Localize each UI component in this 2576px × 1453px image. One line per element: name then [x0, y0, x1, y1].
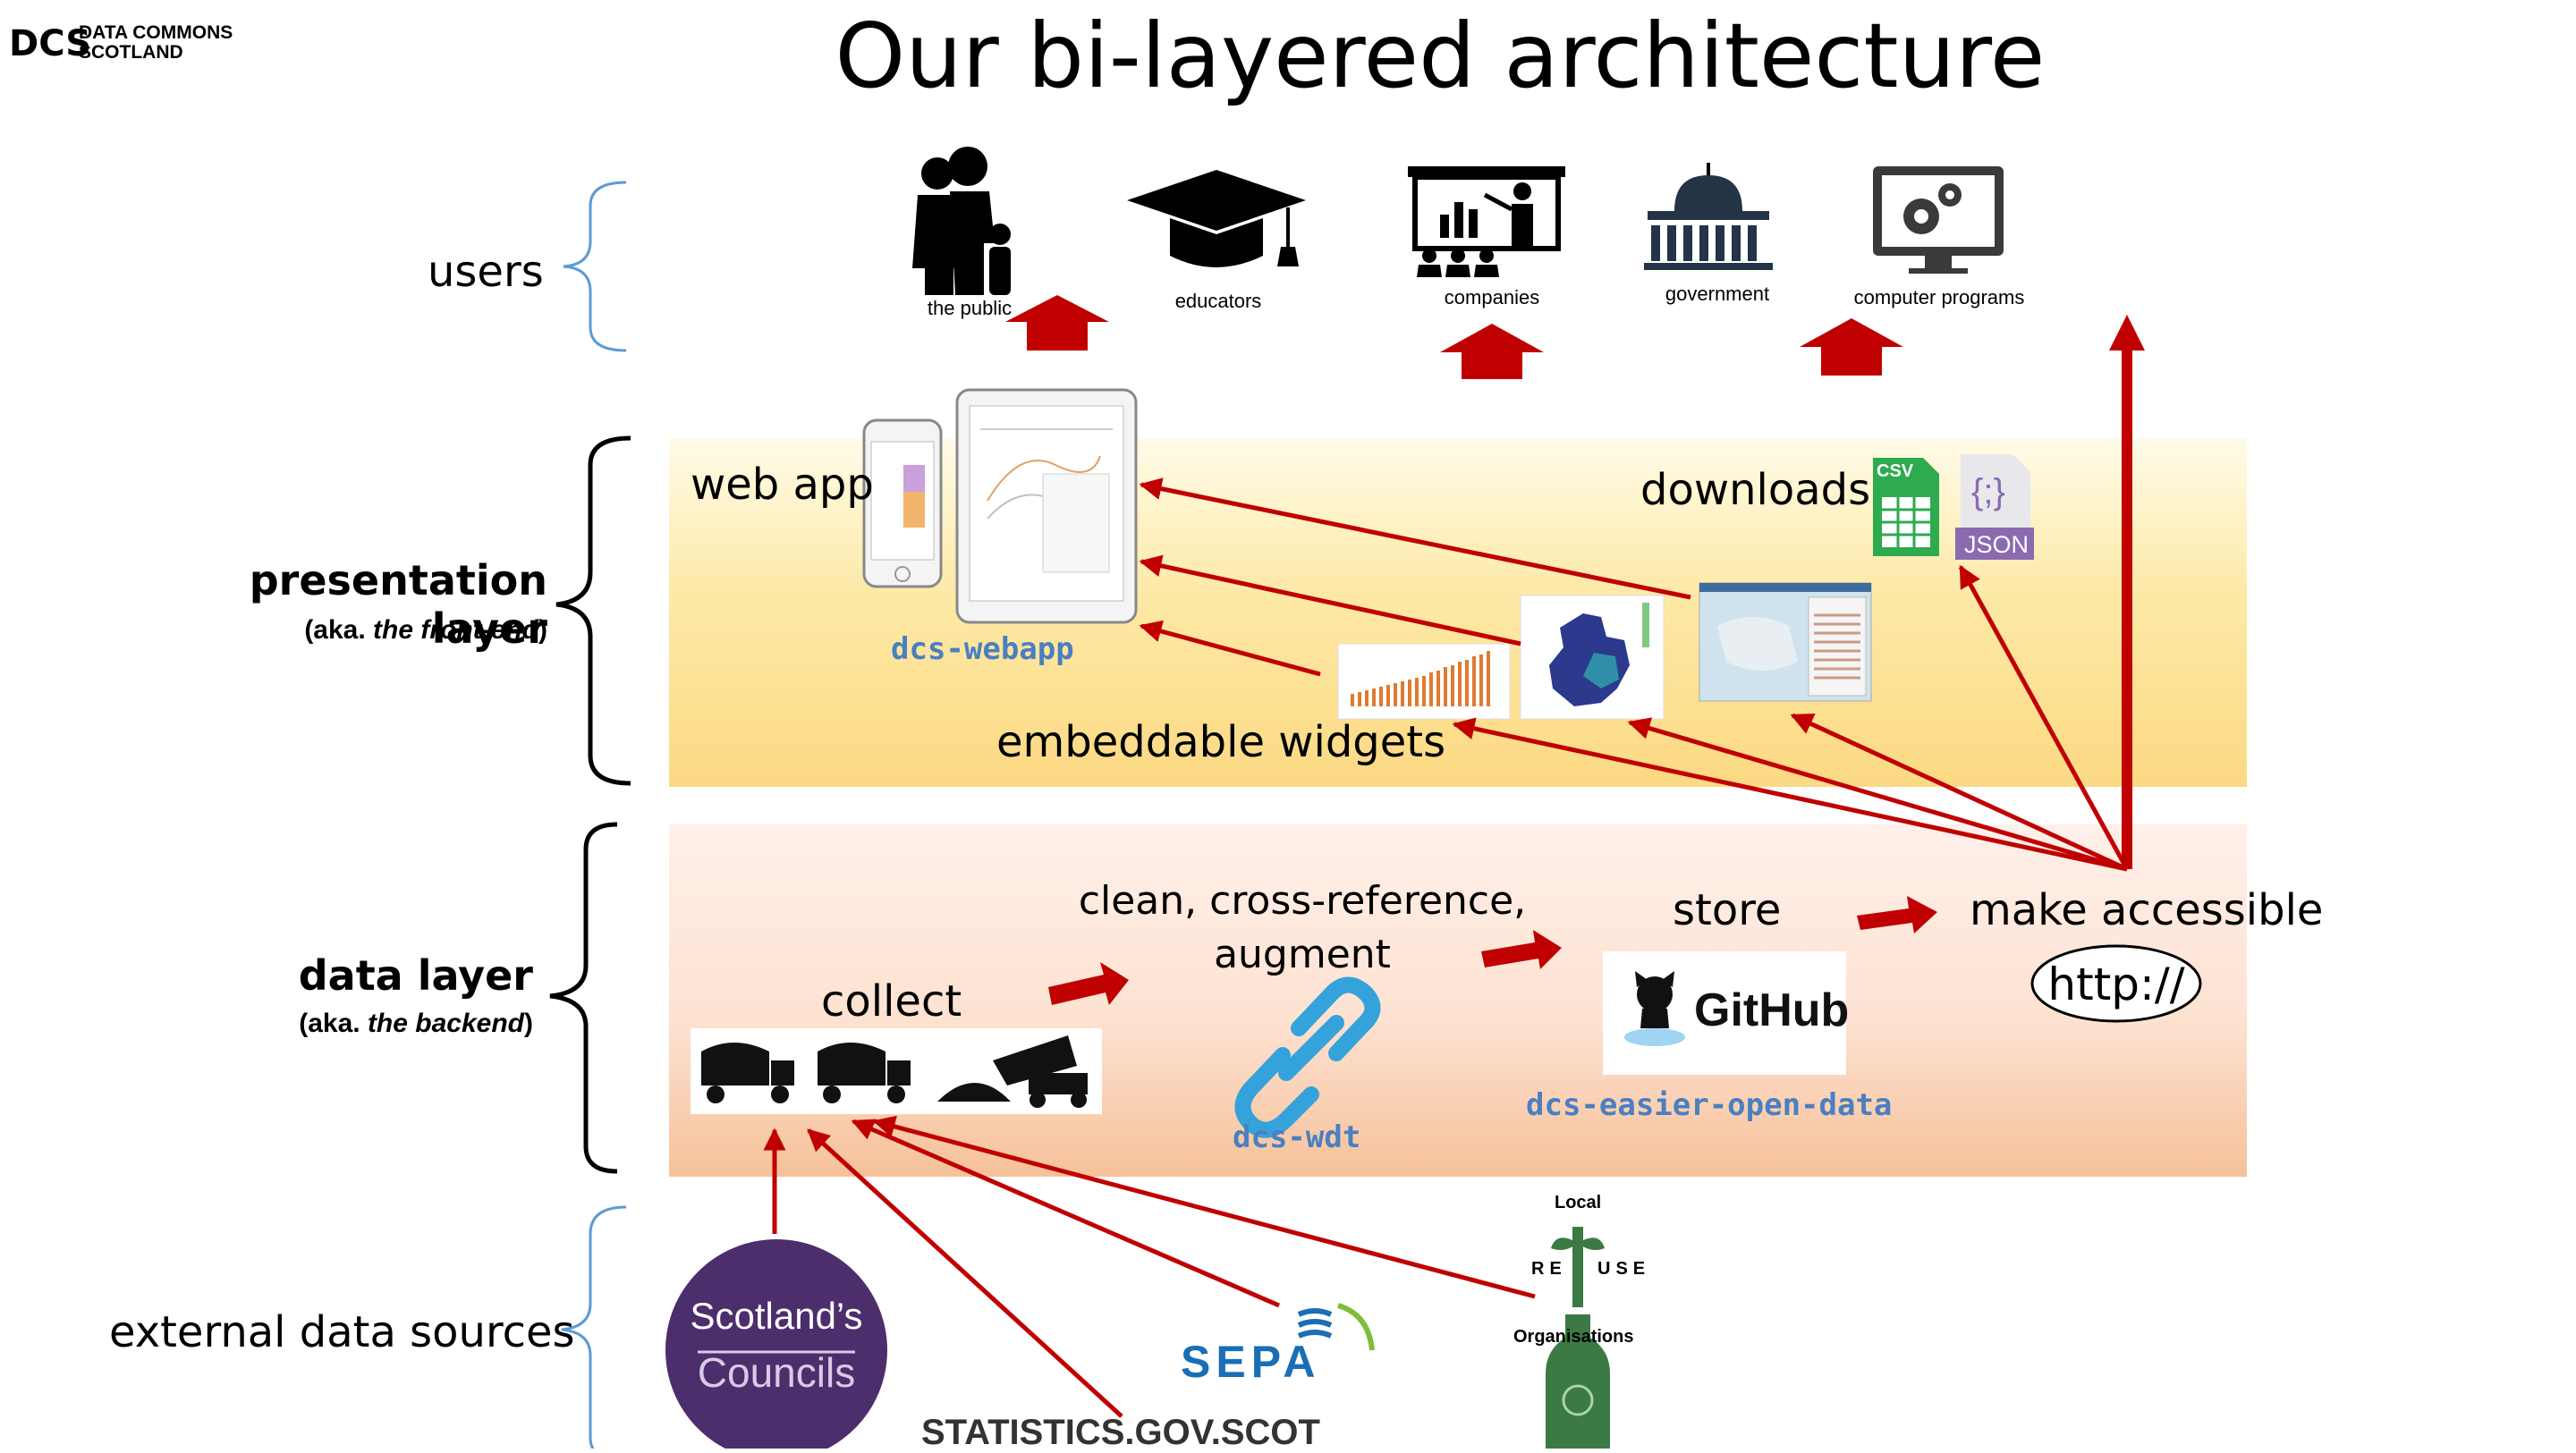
bar-chart-widget: [1337, 643, 1511, 720]
arrow-worldmap-to-webapp: [1139, 477, 1691, 600]
truck-icon-2: [818, 1043, 911, 1103]
dump-truck-icon: [937, 1035, 1088, 1108]
store-label: store: [1673, 885, 1782, 935]
statistics-wordmark: STATISTICS.GOV.SCOT: [921, 1413, 1320, 1452]
logo-line1: DATA COMMONS: [79, 22, 233, 43]
clean-label: clean, cross-reference, augment: [1073, 874, 1531, 982]
clean-line2: augment: [1214, 932, 1391, 977]
web-app-label: web app: [691, 460, 874, 510]
user-educators-label: educators: [1174, 290, 1262, 312]
csv-badge: CSV: [1877, 461, 1914, 481]
arrow-reuse-to-collect: [872, 1115, 1536, 1299]
arrow-map-to-webapp: [1139, 554, 1521, 646]
reuse-use-label: USE: [1597, 1259, 1651, 1279]
reuse-organisations-label: Organisations: [1513, 1327, 1634, 1347]
user-public-label: the public: [927, 297, 1013, 319]
arrow-accessible-to-downloads: [1958, 564, 2130, 871]
arrow-accessible-to-map: [1627, 717, 2128, 872]
sepa-logo-icon: [1297, 1303, 1375, 1351]
reuse-local-label: Local: [1555, 1193, 1602, 1212]
users-brace: [563, 181, 627, 352]
logo-mark: DCS: [9, 23, 91, 64]
users-label: users: [428, 247, 544, 297]
chain-link-icon: [1234, 976, 1381, 1138]
public-icon: [912, 147, 1011, 295]
arrow-store-to-accessible: [1857, 896, 1937, 933]
up-arrow-3: [1800, 318, 1903, 376]
reuse-bottle-icon: [1546, 1227, 1610, 1449]
json-file-icon: [1955, 454, 2034, 560]
downloads-label: downloads: [1640, 465, 1871, 515]
http-label: http://: [2047, 959, 2185, 1010]
up-arrow-2: [1440, 324, 1544, 379]
http-bubble: [2030, 944, 2202, 1023]
user-government-label: government: [1665, 283, 1770, 305]
tablet-mockup: [955, 388, 1138, 624]
arrow-clean-to-store: [1481, 930, 1562, 969]
presentation-brace: [555, 435, 631, 786]
json-glyph: {;}: [1971, 472, 2005, 511]
collect-label: collect: [821, 976, 962, 1026]
wdt-repo-label: dcs-wdt: [1233, 1119, 1361, 1155]
external-sources-label: external data sources: [109, 1307, 575, 1357]
reuse-re-label: RE: [1531, 1259, 1567, 1279]
data-aka: (aka. the backend): [299, 1009, 533, 1038]
data-band: [669, 824, 2247, 1177]
data-brace: [549, 822, 618, 1174]
data-layer-label: data layer: [298, 951, 533, 1000]
arrow-sepa-to-collect: [851, 1119, 1280, 1308]
presentation-aka: (aka. the front-end): [304, 615, 547, 645]
councils-line2: Councils: [697, 1349, 856, 1396]
github-wordmark: GitHub: [1694, 984, 1850, 1036]
json-badge: JSON: [1964, 531, 2029, 558]
dcs-logo-icon: DCS: [9, 23, 91, 64]
arrow-accessible-to-users-head: [2109, 315, 2145, 351]
arrow-statistics-to-collect: [807, 1128, 1123, 1418]
world-map-widget: [1699, 582, 1872, 702]
arrow-collect-to-clean: [1048, 962, 1129, 1005]
educators-icon: [1127, 170, 1306, 267]
external-brace: [561, 1205, 627, 1449]
arrow-bars-to-webapp: [1139, 620, 1321, 677]
up-arrow-1: [1005, 295, 1109, 351]
sepa-wordmark: SEPA: [1181, 1337, 1321, 1387]
councils-logo: [665, 1239, 887, 1449]
csv-file-icon: [1873, 458, 1939, 556]
octocat-icon: [1624, 971, 1685, 1046]
councils-line1: Scotland’s: [690, 1295, 863, 1337]
arrow-accessible-to-worldmap: [1790, 713, 2129, 872]
arrow-accessible-to-bars: [1452, 717, 2128, 872]
user-computer-programs-label: computer programs: [1853, 286, 2025, 308]
make-accessible-label: make accessible: [1970, 885, 2324, 935]
truck-icon-1: [701, 1043, 794, 1103]
store-repo-label: dcs-easier-open-data: [1526, 1087, 1893, 1123]
map-widget: [1520, 595, 1665, 720]
user-companies-label: companies: [1444, 286, 1540, 308]
computer-programs-icon: [1873, 166, 2004, 274]
page-title: Our bi-layered architecture: [835, 4, 2046, 108]
phone-mockup: [862, 418, 943, 588]
widgets-label: embeddable widgets: [996, 717, 1446, 767]
webapp-repo-label: dcs-webapp: [891, 631, 1074, 667]
logo: DCS DATA COMMONS SCOTLAND: [7, 16, 275, 73]
government-icon: [1644, 163, 1773, 270]
clean-line1: clean, cross-reference,: [1078, 878, 1527, 924]
logo-line2: SCOTLAND: [79, 42, 183, 63]
companies-icon: [1408, 166, 1565, 277]
presentation-layer-label: presentation layer: [249, 556, 547, 653]
